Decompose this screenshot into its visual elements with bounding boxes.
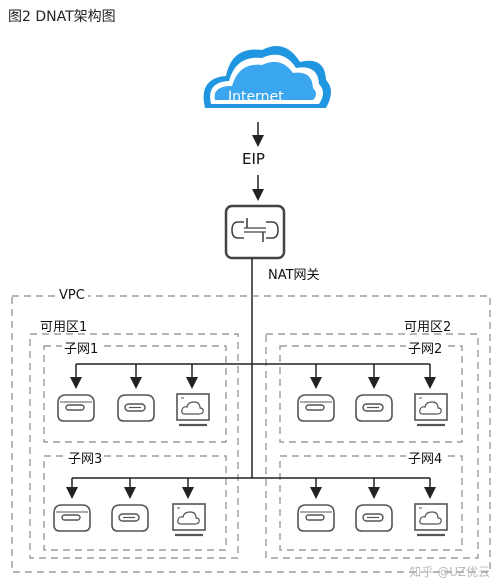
subnet-4-label: 子网4 — [406, 448, 445, 467]
subnet-3-label: 子网3 — [66, 448, 105, 467]
subnet-4-boundary — [279, 455, 463, 551]
watermark: 知乎 @UZ优云 — [409, 565, 490, 579]
internet-cloud-icon — [203, 46, 331, 108]
eip-label: EIP — [242, 150, 265, 168]
internet-label: Internet — [228, 89, 284, 105]
subnet-3-boundary — [43, 455, 227, 551]
server-icon — [57, 394, 95, 422]
subnet-2-boundary — [279, 345, 463, 443]
database-icon — [355, 394, 393, 422]
database-icon — [111, 504, 149, 532]
database-icon — [355, 504, 393, 532]
vpc-label: VPC — [56, 288, 88, 303]
monitor-cloud-icon — [413, 502, 449, 537]
nat-gateway-icon — [224, 204, 286, 260]
subnet-1-boundary — [43, 345, 227, 443]
server-icon — [297, 504, 335, 532]
vpc-boundary — [11, 295, 491, 573]
nat-gateway-label: NAT网关 — [268, 268, 320, 283]
server-icon — [53, 504, 91, 532]
subnet-2-label: 子网2 — [406, 338, 445, 357]
figure-caption: 图2 DNAT架构图 — [8, 9, 116, 25]
server-icon — [297, 394, 335, 422]
zone-1-label: 可用区1 — [40, 320, 88, 335]
monitor-cloud-icon — [171, 502, 207, 537]
monitor-cloud-icon — [413, 392, 449, 427]
database-icon — [117, 394, 155, 422]
zone-2-label: 可用区2 — [404, 320, 452, 335]
zone-2-boundary — [265, 333, 479, 559]
monitor-cloud-icon — [175, 392, 211, 427]
subnet-1-label: 子网1 — [62, 338, 101, 357]
